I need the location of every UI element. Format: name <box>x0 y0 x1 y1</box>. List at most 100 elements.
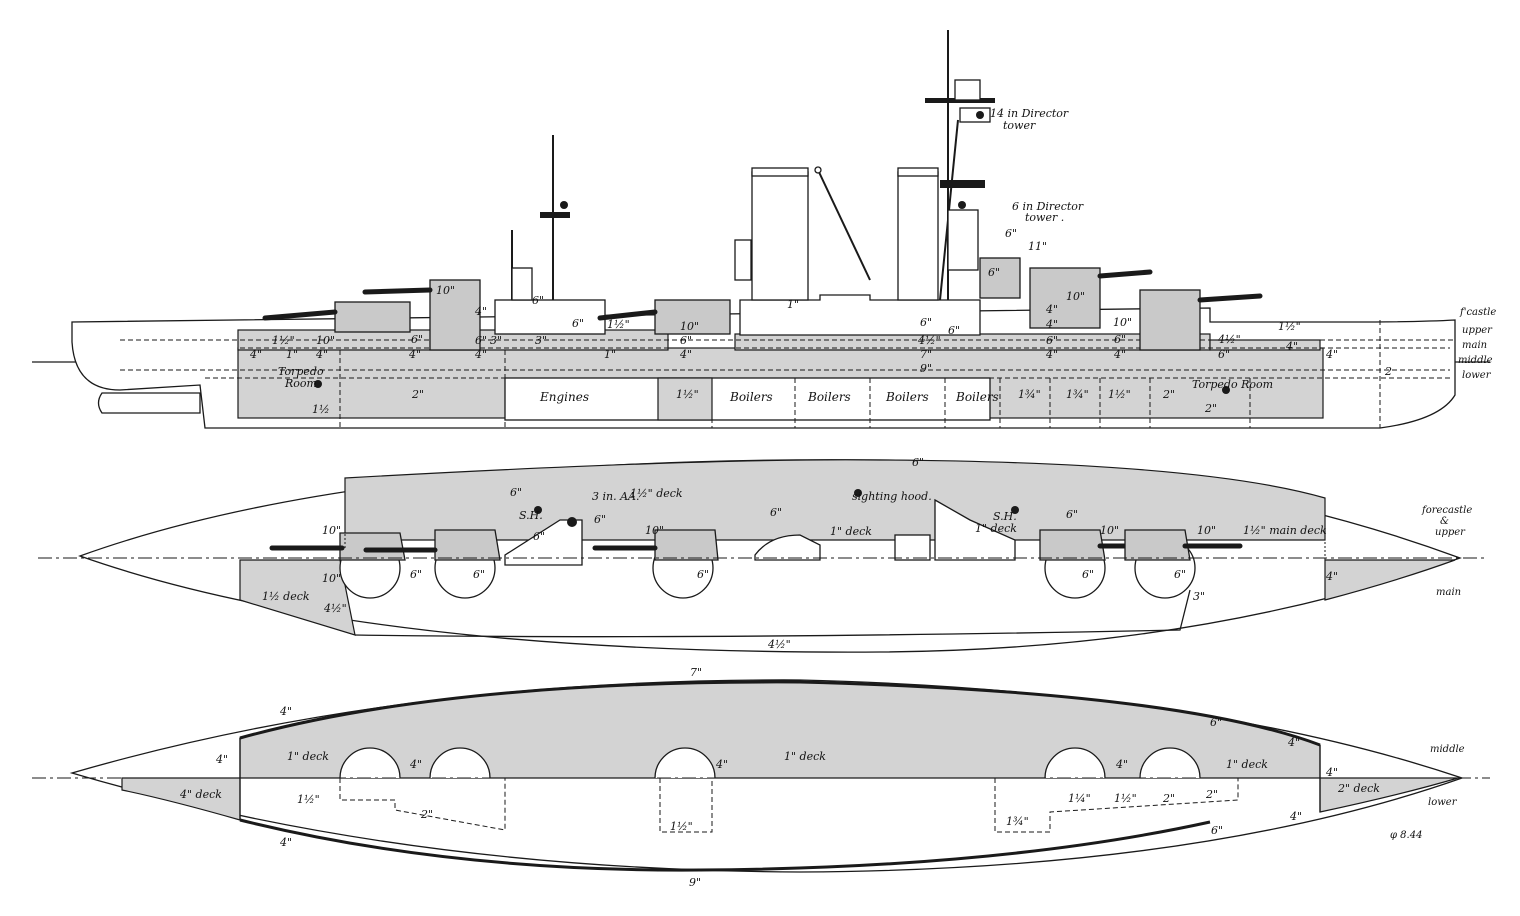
plan-label: 1" deck <box>975 522 1017 535</box>
profile-turrets <box>262 257 1263 351</box>
lower-label: 2" <box>420 808 433 821</box>
plan-label: sighting hood. <box>852 490 932 503</box>
plan-label: 4½" <box>323 602 347 615</box>
t-label: 1½ <box>312 403 330 416</box>
lower-plan-deck-middle: middle <box>1430 744 1465 755</box>
plan-label: 1½" deck <box>630 487 683 500</box>
t-label: 4" <box>249 348 262 361</box>
aft-searchlight <box>511 267 533 301</box>
fwd-funnel-cap <box>897 167 939 177</box>
t-label: 6" <box>948 324 960 337</box>
aft-superstructure <box>494 299 606 335</box>
plan-label: 6" <box>1174 568 1186 581</box>
plan-label: 10" <box>645 524 664 537</box>
deck-label-fcastle: f'castle <box>1459 307 1496 318</box>
t-label: 4½" <box>1217 333 1241 346</box>
lower-label: 6" <box>1211 824 1223 837</box>
upper-plan-casemate <box>504 519 583 566</box>
lower-label: 1¾" <box>1006 815 1029 828</box>
t-label: 2" <box>411 388 424 401</box>
upper-plan-deck-2: & <box>1440 516 1449 527</box>
upper-plan-deck-4: main <box>1436 587 1461 598</box>
torpedo-room-fwd-1: Torpedo <box>278 365 324 378</box>
t-label: 11" <box>1028 240 1047 253</box>
t-label: 4" <box>1045 348 1058 361</box>
t-label: 2 <box>1384 365 1392 378</box>
t-label: 4" <box>1045 318 1058 331</box>
plan-label: 10" <box>322 524 341 537</box>
t-label: 4" <box>315 348 328 361</box>
lower-label: 4" deck <box>179 788 222 801</box>
plan-label: 4½" <box>767 638 791 651</box>
lower-label: 4" <box>215 753 228 766</box>
t-label: 1½" <box>1278 320 1301 333</box>
lower-label: 1½" <box>1114 792 1137 805</box>
t-label: 6" <box>1218 348 1230 361</box>
t-label: 10" <box>316 334 335 347</box>
director-6in-label: 6 in Director <box>1012 200 1084 213</box>
plan-label: 6" <box>1066 508 1078 521</box>
upper-deck-plan: 1½" deck 1" deck 1" deck 1½" main deck 1… <box>38 456 1488 653</box>
plan-label: 6" <box>697 568 709 581</box>
t-label: 6" <box>532 294 544 307</box>
t-label: 10" <box>1066 290 1085 303</box>
director-6in-label-2: tower . <box>1025 211 1064 224</box>
lower-label: 1½" <box>670 820 693 833</box>
t-label: 6" <box>1046 334 1058 347</box>
t-label: 1½" <box>1108 388 1131 401</box>
lower-label: 4" <box>279 705 292 718</box>
plan-label: 10" <box>322 572 341 585</box>
6in-director-platform <box>940 180 985 188</box>
plan-label: 6" <box>594 513 606 526</box>
t-label: 6" <box>920 316 932 329</box>
torpedo-room-fwd-2: Room <box>284 377 317 390</box>
compartment-bulkheads <box>339 320 1381 428</box>
fwd-torpedo-dot <box>314 380 322 388</box>
t-label: 3" <box>535 334 547 347</box>
lower-label: 4" <box>715 758 728 771</box>
lower-label: 1½" <box>297 793 320 806</box>
plan-label: S.H. <box>993 510 1017 523</box>
lower-label: 7" <box>690 666 702 679</box>
t-label: 4½" <box>917 334 941 347</box>
lower-label: 4" <box>279 836 292 849</box>
sighting-hood-dot <box>854 489 862 497</box>
lower-plan-fwd-compartment <box>339 778 506 831</box>
mainmast-dot <box>560 201 568 209</box>
stern-rudder <box>97 392 201 414</box>
plan-label: 6" <box>770 506 782 519</box>
lower-label: 2" <box>1205 788 1218 801</box>
lower-plan-mid-compartment <box>659 778 713 833</box>
t-label: 4" <box>1285 340 1298 353</box>
lower-label: 4" <box>1289 810 1302 823</box>
boat-crane <box>817 169 871 281</box>
upper-plan-fwd-armour <box>239 559 356 636</box>
mid-armour-patch <box>657 377 713 421</box>
t-label: 1" <box>787 298 799 311</box>
boilers-label-1: Boilers <box>729 390 773 404</box>
t-label: 4" <box>679 348 692 361</box>
upper-plan-belt-line <box>354 589 1191 638</box>
plan-label: 10" <box>1100 524 1119 537</box>
t-label: 1¾" <box>1018 388 1041 401</box>
director-top <box>954 79 981 101</box>
plan-label: 1" deck <box>830 525 872 538</box>
t-label: 1" <box>604 348 616 361</box>
t-label: 10" <box>436 284 455 297</box>
lower-plan-deck-lower: lower <box>1428 797 1458 808</box>
director-dot <box>976 111 984 119</box>
14in-director <box>959 107 991 123</box>
plan-label: 4" <box>1325 570 1338 583</box>
plan-label: 3 in. AA. <box>592 490 639 503</box>
fwd-funnel <box>897 171 939 301</box>
lower-label: 2" deck <box>1337 782 1380 795</box>
upper-plan-aft-armour <box>1324 559 1456 601</box>
t-label: 3" <box>490 334 502 347</box>
plan-label: 6" <box>1082 568 1094 581</box>
crane-head <box>814 166 822 174</box>
t-label: 1½" <box>607 318 630 331</box>
director-14in-label-2: tower <box>1003 119 1036 132</box>
lower-plan-barbettes <box>339 747 1201 779</box>
t-label: 10" <box>680 320 699 333</box>
lower-label: 4" <box>1287 736 1300 749</box>
